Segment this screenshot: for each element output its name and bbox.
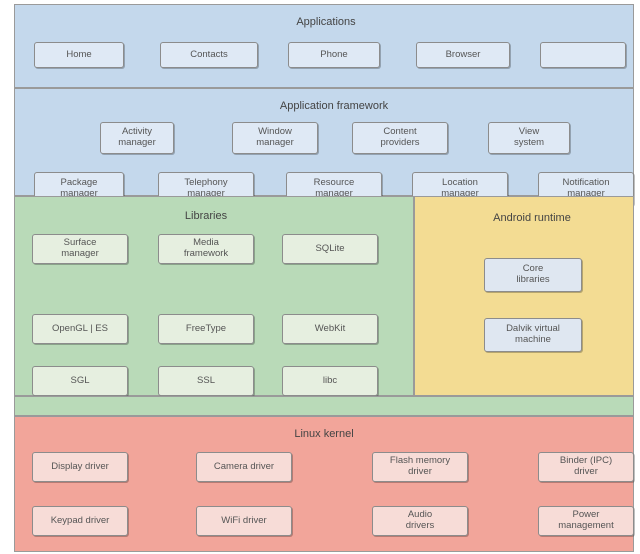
media-framework-box: Media framework bbox=[158, 234, 254, 264]
ssl-box: SSL bbox=[158, 366, 254, 396]
surface-manager-box: Surface manager bbox=[32, 234, 128, 264]
application-framework-title: Application framework bbox=[279, 100, 389, 112]
app-phone-box: Phone bbox=[288, 42, 380, 68]
sqlite-box: SQLite bbox=[282, 234, 378, 264]
libraries-title: Libraries bbox=[184, 210, 228, 222]
linux-kernel-title: Linux kernel bbox=[294, 428, 354, 440]
camera-driver-box: Camera driver bbox=[196, 452, 292, 482]
libraries-layer bbox=[14, 196, 414, 396]
wifi-driver-box: WiFi driver bbox=[196, 506, 292, 536]
freetype-box: FreeType bbox=[158, 314, 254, 344]
activity-manager-box: Activity manager bbox=[100, 122, 174, 154]
libc-box: libc bbox=[282, 366, 378, 396]
app-browser-box: Browser bbox=[416, 42, 510, 68]
power-management-box: Power management bbox=[538, 506, 634, 536]
applications-title: Applications bbox=[296, 16, 356, 28]
app-contacts-box: Contacts bbox=[160, 42, 258, 68]
sgl-box: SGL bbox=[32, 366, 128, 396]
libraries-bottom-strip bbox=[14, 396, 634, 416]
window-manager-box: Window manager bbox=[232, 122, 318, 154]
android-runtime-layer bbox=[414, 196, 634, 396]
content-providers-box: Content providers bbox=[352, 122, 448, 154]
android-runtime-title: Android runtime bbox=[493, 212, 571, 224]
flash-memory-driver-box: Flash memory driver bbox=[372, 452, 468, 482]
audio-drivers-box: Audio drivers bbox=[372, 506, 468, 536]
app-home-box: Home bbox=[34, 42, 124, 68]
display-driver-box: Display driver bbox=[32, 452, 128, 482]
keypad-driver-box: Keypad driver bbox=[32, 506, 128, 536]
opengl-es-box: OpenGL | ES bbox=[32, 314, 128, 344]
webkit-box: WebKit bbox=[282, 314, 378, 344]
view-system-box: View system bbox=[488, 122, 570, 154]
dalvik-vm-box: Dalvik virtual machine bbox=[484, 318, 582, 352]
binder-ipc-driver-box: Binder (IPC) driver bbox=[538, 452, 634, 482]
core-libraries-box: Core libraries bbox=[484, 258, 582, 292]
app-blank-box bbox=[540, 42, 626, 68]
